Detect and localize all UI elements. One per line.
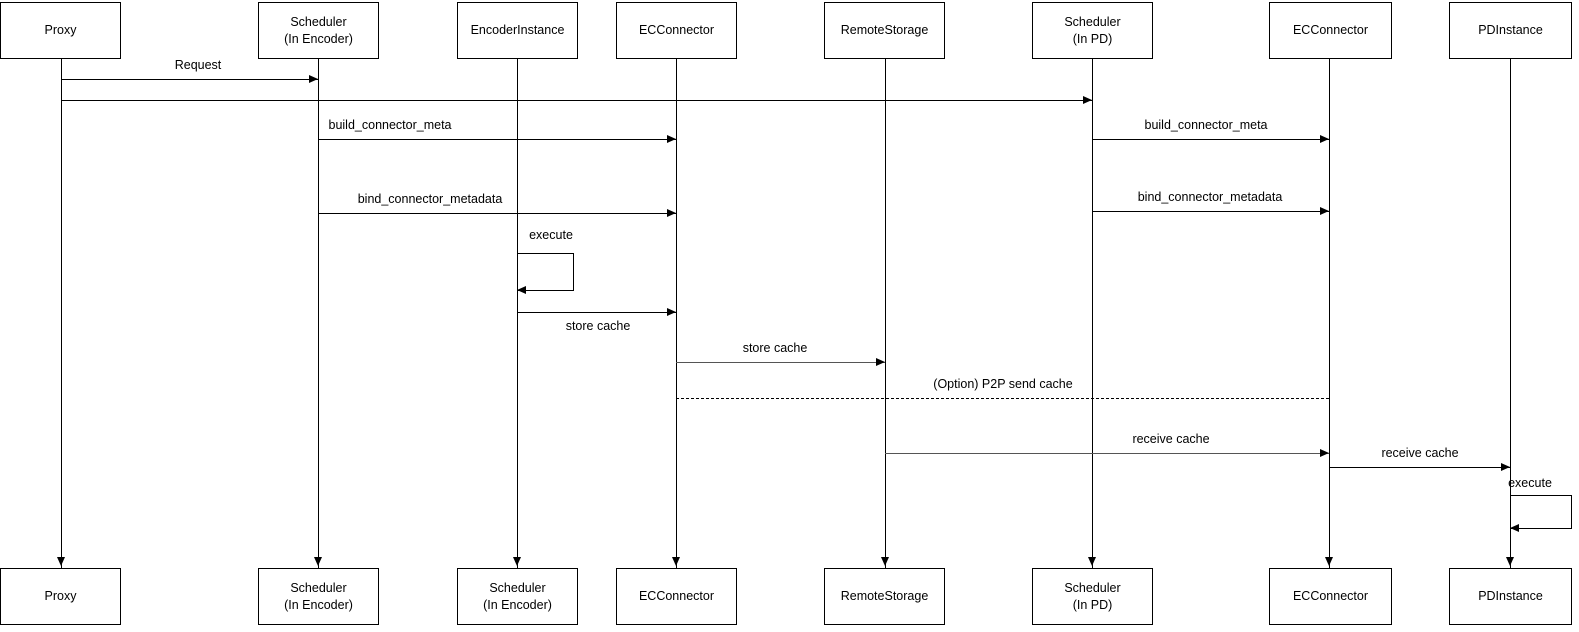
lifeline-ec_conn_l (676, 59, 677, 568)
lifeline-end-arrow-encoder_inst (513, 557, 521, 566)
participant-box-bottom-ec_conn_r: ECConnector (1269, 568, 1392, 625)
message-label-m6: bind_connector_metadata (1137, 190, 1283, 204)
message-arrowhead-m3 (667, 135, 676, 143)
self-message-label-s1: execute (529, 228, 573, 242)
participant-label-top-ec_conn_r: ECConnector (1292, 23, 1369, 37)
participant-label-bottom-remote_store: RemoteStorage (840, 589, 929, 603)
message-line-m1 (61, 79, 318, 80)
message-arrowhead-m7 (667, 308, 676, 316)
participant-label-bottom-proxy: Proxy (44, 589, 77, 603)
participant-label-top-sched_pd: Scheduler (In PD) (1064, 14, 1121, 46)
participant-label-top-ec_conn_l: ECConnector (638, 23, 715, 37)
participant-box-top-ec_conn_l: ECConnector (616, 2, 737, 59)
message-label-m7: store cache (565, 319, 631, 333)
self-message-label-s2: execute (1508, 476, 1552, 490)
message-line-m7 (517, 312, 676, 313)
participant-label-top-pd_inst: PDInstance (1478, 23, 1543, 37)
lifeline-pd_inst (1510, 59, 1511, 568)
message-label-m4: build_connector_meta (1144, 118, 1268, 132)
participant-box-top-pd_inst: PDInstance (1449, 2, 1572, 59)
participant-box-top-sched_enc: Scheduler (In Encoder) (258, 2, 379, 59)
participant-label-bottom-encoder_inst: Scheduler (In Encoder) (483, 580, 552, 612)
lifeline-sched_enc (318, 59, 319, 568)
message-arrowhead-m8 (876, 358, 885, 366)
message-line-m10 (885, 453, 1329, 455)
lifeline-sched_pd (1092, 59, 1093, 568)
self-message-arrowhead-s2 (1510, 524, 1519, 532)
participant-label-bottom-ec_conn_l: ECConnector (638, 589, 715, 603)
participant-box-bottom-remote_store: RemoteStorage (824, 568, 945, 625)
participant-box-bottom-sched_pd: Scheduler (In PD) (1032, 568, 1153, 625)
message-label-m9: (Option) P2P send cache (933, 377, 1073, 391)
participant-label-top-sched_enc: Scheduler (In Encoder) (284, 14, 353, 46)
participant-box-top-sched_pd: Scheduler (In PD) (1032, 2, 1153, 59)
lifeline-encoder_inst (517, 59, 518, 568)
message-line-m6 (1092, 211, 1329, 212)
lifeline-proxy (61, 59, 62, 568)
participant-box-bottom-proxy: Proxy (0, 568, 121, 625)
message-line-m2 (61, 100, 1092, 101)
lifeline-end-arrow-pd_inst (1506, 557, 1514, 566)
participant-label-bottom-sched_enc: Scheduler (In Encoder) (284, 580, 353, 612)
participant-box-bottom-sched_enc: Scheduler (In Encoder) (258, 568, 379, 625)
message-label-m5: bind_connector_metadata (357, 192, 503, 206)
self-message-loop-s1 (517, 253, 574, 291)
message-arrowhead-m2 (1083, 96, 1092, 104)
participant-box-bottom-pd_inst: PDInstance (1449, 568, 1572, 625)
participant-label-bottom-pd_inst: PDInstance (1478, 589, 1543, 603)
self-message-arrowhead-s1 (517, 286, 526, 294)
participant-box-bottom-ec_conn_l: ECConnector (616, 568, 737, 625)
participant-label-top-proxy: Proxy (44, 23, 77, 37)
participant-label-bottom-sched_pd: Scheduler (In PD) (1064, 580, 1121, 612)
lifeline-end-arrow-ec_conn_l (672, 557, 680, 566)
participant-box-top-ec_conn_r: ECConnector (1269, 2, 1392, 59)
message-arrowhead-m11 (1501, 463, 1510, 471)
message-arrowhead-m6 (1320, 207, 1329, 215)
participant-label-top-encoder_inst: EncoderInstance (470, 23, 565, 37)
lifeline-ec_conn_r (1329, 59, 1330, 568)
message-label-m8: store cache (742, 341, 808, 355)
message-line-m9 (676, 398, 1329, 399)
message-line-m4 (1092, 139, 1329, 140)
participant-label-top-remote_store: RemoteStorage (840, 23, 929, 37)
message-label-m1: Request (174, 58, 222, 72)
message-line-m11 (1329, 467, 1510, 468)
participant-box-bottom-encoder_inst: Scheduler (In Encoder) (457, 568, 578, 625)
participant-box-top-remote_store: RemoteStorage (824, 2, 945, 59)
participant-box-top-proxy: Proxy (0, 2, 121, 59)
lifeline-end-arrow-sched_enc (314, 557, 322, 566)
lifeline-end-arrow-proxy (57, 557, 65, 566)
message-arrowhead-m5 (667, 209, 676, 217)
lifeline-end-arrow-ec_conn_r (1325, 557, 1333, 566)
message-label-m3: build_connector_meta (328, 118, 452, 132)
message-arrowhead-m4 (1320, 135, 1329, 143)
message-line-m5 (318, 213, 676, 214)
self-message-loop-s2 (1510, 495, 1572, 529)
message-label-m11: receive cache (1381, 446, 1459, 460)
message-arrowhead-m1 (309, 75, 318, 83)
message-label-m10: receive cache (1132, 432, 1210, 446)
lifeline-remote_store (885, 59, 886, 568)
lifeline-end-arrow-sched_pd (1088, 557, 1096, 566)
participant-box-top-encoder_inst: EncoderInstance (457, 2, 578, 59)
lifeline-end-arrow-remote_store (881, 557, 889, 566)
participant-label-bottom-ec_conn_r: ECConnector (1292, 589, 1369, 603)
message-line-m3 (318, 139, 676, 140)
message-line-m8 (676, 362, 885, 364)
message-arrowhead-m10 (1320, 449, 1329, 457)
